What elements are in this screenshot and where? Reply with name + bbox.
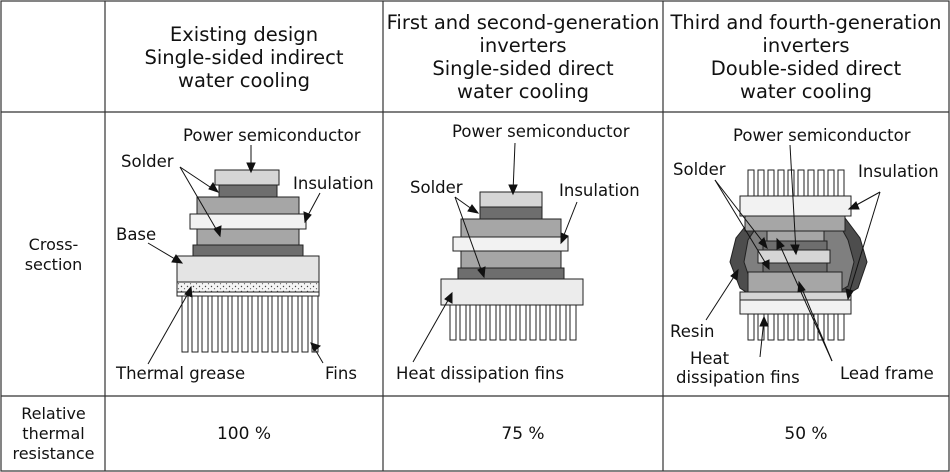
row-label-thermal-line1: Relative [21, 404, 86, 423]
header-col3-line3: Double-sided direct [710, 57, 902, 80]
header-col3-line4: water cooling [740, 80, 872, 103]
d2-power-semiconductor-chip [479, 191, 543, 208]
power-semiconductor-chip [214, 169, 280, 186]
label-d3-resin: Resin [670, 322, 715, 341]
row-label-cross-section: Cross- section [2, 113, 105, 396]
header-col2-line1: First and second-generation [386, 11, 660, 34]
row-label-thermal-line3: resistance [12, 444, 95, 463]
label-d2-solder: Solder [410, 178, 463, 197]
label-d3-power-semiconductor: Power semiconductor [733, 126, 911, 145]
header-third-fourth-gen: Third and fourth-generation inverters Do… [664, 2, 948, 112]
label-d1-base: Base [116, 225, 157, 244]
label-d3-heat-dissipation-fins: Heat dissipation fins [676, 349, 836, 387]
fins-shape [181, 289, 319, 353]
header-col1-line3: water cooling [178, 68, 310, 92]
row-label-cross-line1: Cross- [28, 234, 79, 254]
header-col1-line2: Single-sided indirect [144, 45, 344, 69]
bottom-cooler-plate [739, 299, 852, 315]
label-d2-insulation: Insulation [559, 181, 640, 200]
header-col1-line1: Existing design [169, 22, 319, 46]
header-col2-line2: inverters [479, 34, 567, 57]
label-d3-lead-frame: Lead frame [840, 364, 934, 383]
row-label-thermal-line2: thermal [22, 424, 85, 443]
base-layer [176, 255, 320, 283]
label-d1-thermal-grease: Thermal grease [116, 364, 246, 383]
label-d3-heat-line1: Heat [690, 349, 730, 368]
bottom-solder [762, 262, 828, 273]
header-existing-design: Existing design Single-sided indirect wa… [106, 2, 382, 112]
value-first-second: 75 % [501, 423, 545, 444]
label-d3-solder: Solder [673, 160, 726, 179]
label-d1-solder: Solder [121, 152, 174, 171]
header-col2-line4: water cooling [457, 80, 589, 103]
label-d3-heat-line2: dissipation fins [676, 368, 800, 387]
label-d2-power-semiconductor: Power semiconductor [452, 122, 630, 141]
header-col3-line1: Third and fourth-generation [670, 11, 942, 34]
header-col3-line2: inverters [762, 34, 850, 57]
header-col2-line3: Single-sided direct [432, 57, 614, 80]
top-fins-shape [747, 169, 845, 197]
header-first-second-gen: First and second-generation inverters Si… [384, 2, 662, 112]
label-d2-heat-dissipation-fins: Heat dissipation fins [396, 364, 565, 383]
label-d1-power-semiconductor: Power semiconductor [183, 126, 361, 145]
label-d3-insulation: Insulation [858, 162, 939, 181]
bottom-fins-shape [747, 313, 845, 341]
label-d1-fins: Fins [325, 364, 357, 383]
heat-dissipation-fins-shape [449, 304, 577, 341]
label-d1-insulation: Insulation [293, 174, 374, 193]
lead-frame-bottom [747, 271, 843, 293]
row-label-cross-line2: section [24, 254, 83, 274]
top-cooler-plate [739, 195, 852, 217]
row-label-thermal-resistance: Relative thermal resistance [2, 397, 105, 471]
value-third-fourth: 50 % [784, 423, 828, 444]
value-existing: 100 % [216, 423, 271, 444]
d2-base-layer [440, 278, 584, 306]
bottom-insulation [739, 291, 852, 301]
